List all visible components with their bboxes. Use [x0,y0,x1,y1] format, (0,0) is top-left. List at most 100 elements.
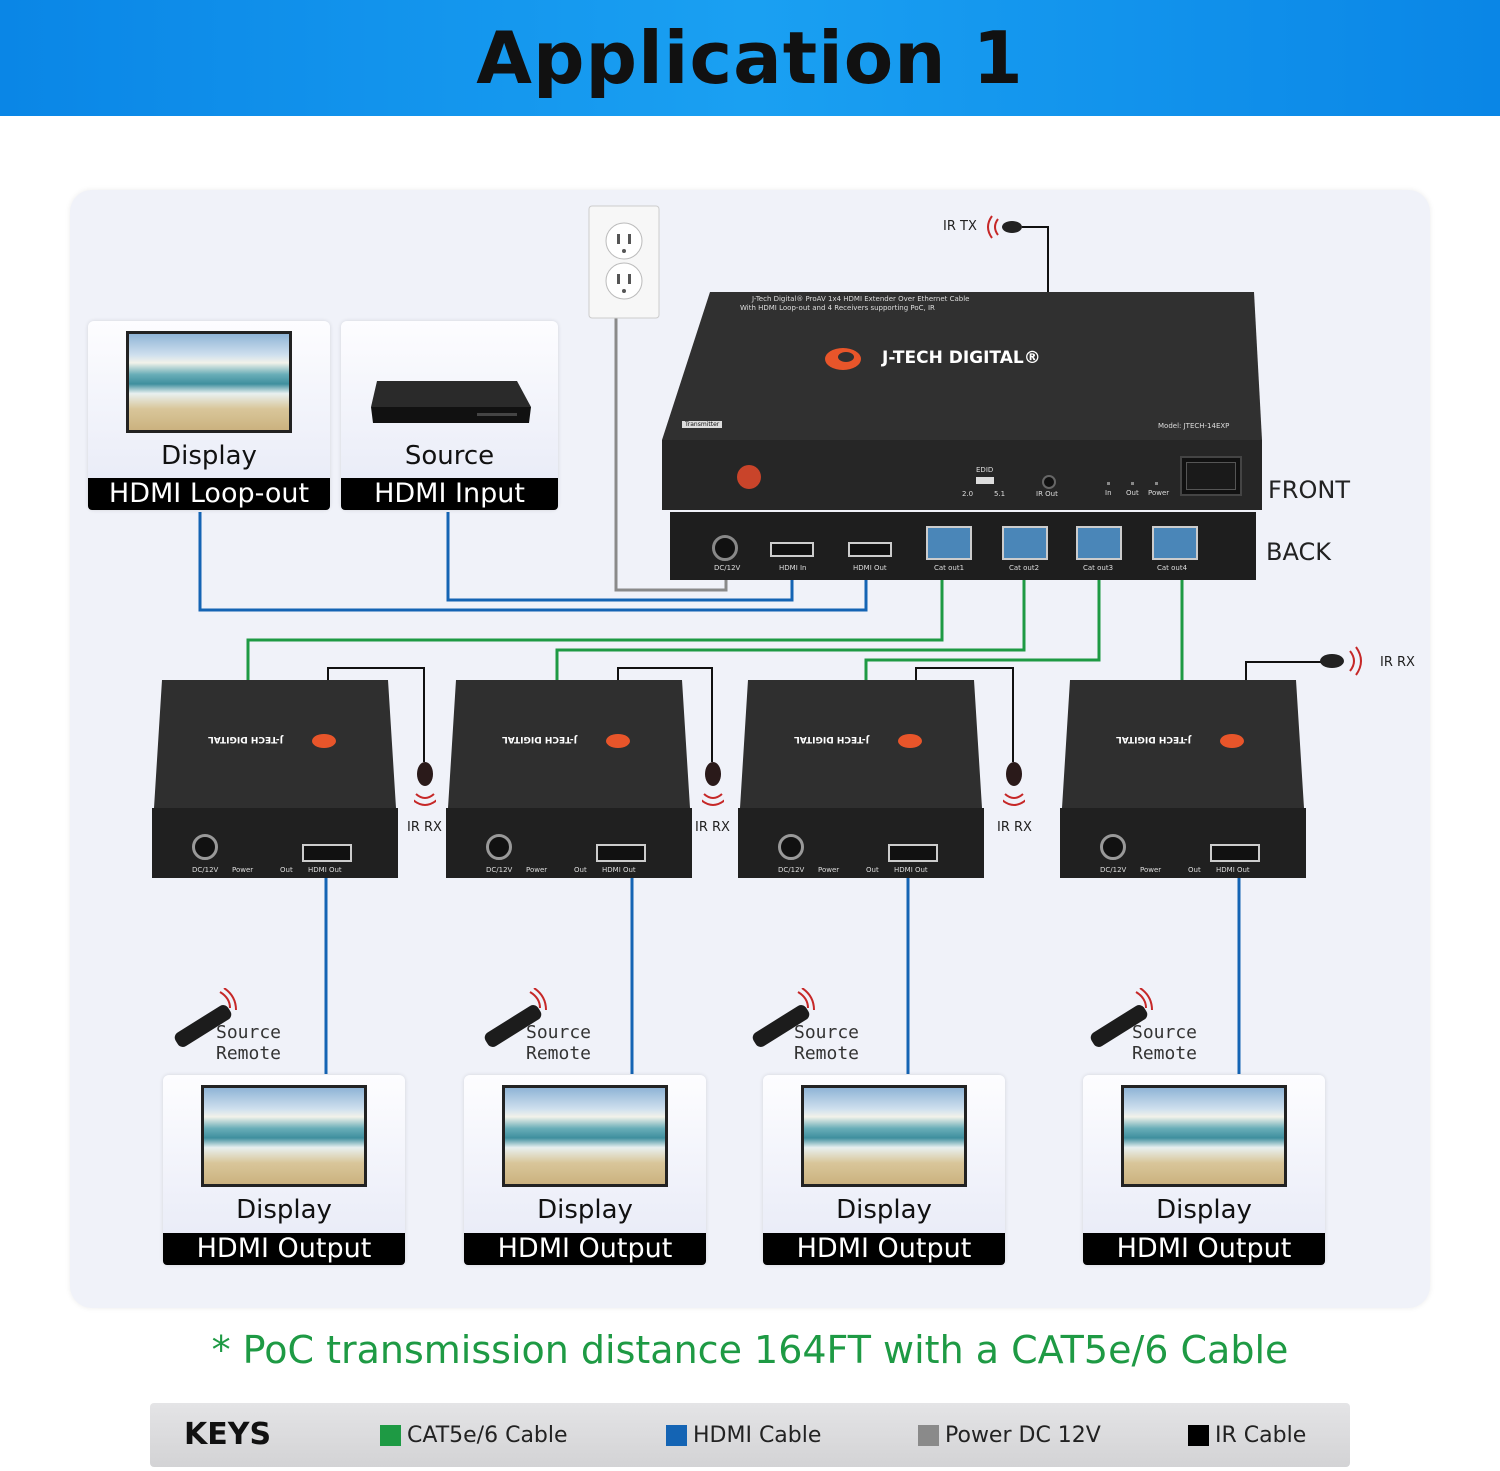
ir-tx-label: IR TX [943,219,977,234]
transmitter-device: J-Tech Digital® ProAV 1x4 HDMI Extender … [662,292,1270,582]
receiver-brand: J-TECH DIGITAL [502,734,578,744]
footnote: * PoC transmission distance 164FT with a… [211,1328,1289,1372]
back-port-label: Cat out1 [934,564,965,572]
dc-12v-jack[interactable] [712,535,738,561]
receiver-port-label: DC/12V [778,866,805,874]
hdmi-out-port[interactable] [1210,844,1260,862]
transmitter-top-text-2: With HDMI Loop-out and 4 Receivers suppo… [740,304,935,312]
hdmi-out-port[interactable] [888,844,938,862]
jtech-logo-small-icon [737,465,761,489]
remote-label: Source Remote [1132,1022,1198,1064]
receiver-port-label: HDMI Out [308,866,342,874]
receiver-port-label: DC/12V [1100,866,1127,874]
remote-control-icon [484,988,547,1047]
hdmi-out-port[interactable] [302,844,352,862]
ir-rx-label: IR RX [997,820,1032,835]
black-swatch [1188,1425,1209,1446]
ir-tx-emitter-icon [987,215,1022,239]
dc-12v-jack[interactable] [192,834,218,860]
card-caption: Source [404,441,495,471]
ir-rx-label: IR RX [1380,655,1415,670]
receiver-port-label: Out [1188,866,1201,874]
key-label: IR Cable [1215,1423,1307,1448]
output-display-card: Display HDMI Output [763,1075,1005,1265]
ir-rx-label: IR RX [695,820,730,835]
page-title: Application 1 [476,16,1024,100]
source-remote: Source Remote [478,988,638,1064]
key-label: CAT5e/6 Cable [407,1423,568,1448]
receiver-port-label: Out [280,866,293,874]
remote-control-icon [1090,988,1153,1047]
receiver-port-label: HDMI Out [894,866,928,874]
receiver-port-label: DC/12V [486,866,513,874]
ir-rx-emitter-icon [1320,646,1362,676]
jtech-logo-icon [312,734,336,748]
remote-label: Source Remote [216,1022,282,1064]
jtech-logo-icon [825,348,861,370]
receiver-brand: J-TECH DIGITAL [1116,734,1192,744]
dc-12v-jack[interactable] [778,834,804,860]
back-label: BACK [1266,538,1331,566]
tv-icon [801,1085,967,1187]
jtech-logo-icon [606,734,630,748]
cat-out3-port[interactable] [1076,526,1122,560]
transmitter-tag: Transmitter [682,421,723,428]
dc-12v-jack[interactable] [1100,834,1126,860]
hdmi-in-port[interactable] [770,542,814,557]
key-label: HDMI Cable [693,1423,822,1448]
receiver-port-label: Out [866,866,879,874]
ir-rx-label: IR RX [407,820,442,835]
header-banner: Application 1 [0,0,1500,116]
loopout-display-card: Display HDMI Loop-out [88,321,330,510]
output-display-card: Display HDMI Output [464,1075,706,1265]
source-player-card: Source HDMI Input [341,321,558,510]
card-bar-label: HDMI Output [163,1233,405,1265]
tv-icon [201,1085,367,1187]
receiver-port-label: Power [818,866,840,874]
receiver-port-label: HDMI Out [602,866,636,874]
transmitter-brand: J-TECH DIGITAL® [882,348,1041,368]
receiver-port-label: HDMI Out [1216,866,1250,874]
cat-out4-port[interactable] [1152,526,1198,560]
power-switch[interactable] [1180,456,1242,496]
key-label: Power DC 12V [945,1423,1101,1448]
remote-control-icon [752,988,815,1047]
receiver-brand: J-TECH DIGITAL [794,734,870,744]
back-port-label: HDMI In [779,564,807,572]
receiver-port-label: Power [232,866,254,874]
receiver-port-label: DC/12V [192,866,219,874]
front-label: FRONT [1268,476,1350,504]
card-caption: Display [1156,1195,1252,1225]
cat-out2-port[interactable] [1002,526,1048,560]
hdmi-out-port[interactable] [596,844,646,862]
key-ir-cable: IR Cable [1188,1423,1306,1448]
receiver-port-label: Power [526,866,548,874]
receiver-device: J-TECH DIGITAL DC/12V Power Out HDMI Out [738,680,986,880]
dc-12v-jack[interactable] [486,834,512,860]
source-remote: Source Remote [746,988,906,1064]
edid-switch[interactable] [976,477,994,484]
card-bar-label: HDMI Output [1083,1233,1325,1265]
card-caption: Display [236,1195,332,1225]
back-port-label: Cat out2 [1009,564,1040,572]
edid-20-label: 2.0 [962,490,974,498]
card-bar-label: HDMI Output [763,1233,1005,1265]
gray-swatch [918,1425,939,1446]
hdmi-out-port[interactable] [848,542,892,557]
power-label: Power [1148,489,1170,497]
card-caption: Display [537,1195,633,1225]
card-caption: Display [161,441,257,471]
receiver-brand: J-TECH DIGITAL [208,734,284,744]
edid-label: EDID [976,466,994,474]
cat-out1-port[interactable] [926,526,972,560]
ir-rx-emitter-icon [700,760,726,810]
ir-rx-emitter-icon [1001,760,1027,810]
back-port-label: DC/12V [714,564,741,572]
back-port-label: HDMI Out [853,564,887,572]
remote-control-icon [174,988,237,1047]
key-hdmi-cable: HDMI Cable [666,1423,821,1448]
card-bar-label: HDMI Loop-out [88,478,330,510]
key-power-dc: Power DC 12V [918,1423,1101,1448]
ir-out-jack[interactable] [1042,475,1056,489]
power-led [1155,482,1158,485]
